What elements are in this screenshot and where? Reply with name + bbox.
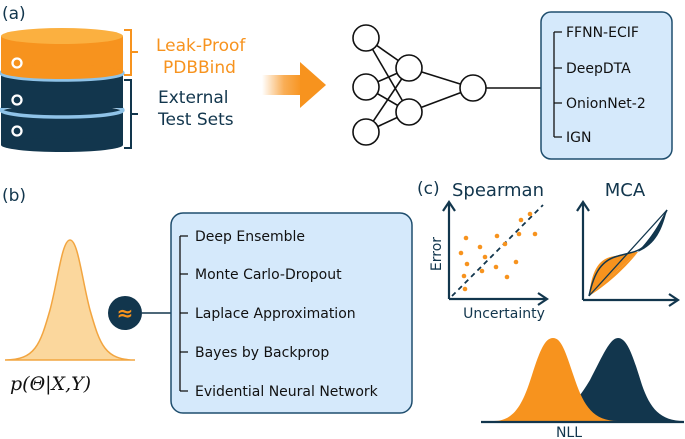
spearman-title: Spearman <box>452 180 544 201</box>
approx-icon <box>108 296 171 330</box>
model-item: DeepDTA <box>566 61 631 77</box>
panel-b-label: (b) <box>2 186 26 206</box>
leak-bracket <box>124 29 138 76</box>
posterior-formula: p(Θ|X,Y) <box>10 373 91 395</box>
method-item: Evidential Neural Network <box>195 384 379 400</box>
method-item: Deep Ensemble <box>195 229 305 245</box>
approx-symbol: ≈ <box>117 301 134 325</box>
db-dot-icon <box>11 94 23 106</box>
panel-a-label: (a) <box>2 4 26 24</box>
database-stack-icon <box>0 28 125 152</box>
method-item: Bayes by Backprop <box>195 345 329 361</box>
method-item: Monte Carlo-Dropout <box>195 267 342 283</box>
models-box <box>540 11 673 160</box>
spearman-xlabel: Uncertainty <box>463 306 545 322</box>
model-item: FFNN-ECIF <box>566 25 639 41</box>
external-bracket <box>124 79 138 149</box>
posterior-bell-curve <box>4 239 136 361</box>
model-item: OnionNet-2 <box>566 96 646 112</box>
pdbbind-label: PDBBind <box>163 58 236 78</box>
nll-plot <box>481 338 684 424</box>
mca-title: MCA <box>605 180 646 201</box>
methods-box <box>170 212 413 414</box>
spearman-plot <box>442 200 549 306</box>
external-label: External <box>158 88 229 108</box>
method-item: Laplace Approximation <box>195 306 356 322</box>
leak-proof-label: Leak-Proof <box>156 36 246 56</box>
db-dot-icon <box>11 125 23 137</box>
arrow-right-icon <box>262 62 326 108</box>
panel-c-label: (c) <box>417 179 440 199</box>
spearman-ylabel: Error <box>429 237 445 271</box>
neural-network-icon <box>352 24 541 146</box>
mca-plot <box>576 200 680 307</box>
test-sets-label: Test Sets <box>157 110 234 130</box>
db-dot-icon <box>11 57 23 69</box>
nll-label: NLL <box>556 425 582 439</box>
model-item: IGN <box>566 130 591 146</box>
